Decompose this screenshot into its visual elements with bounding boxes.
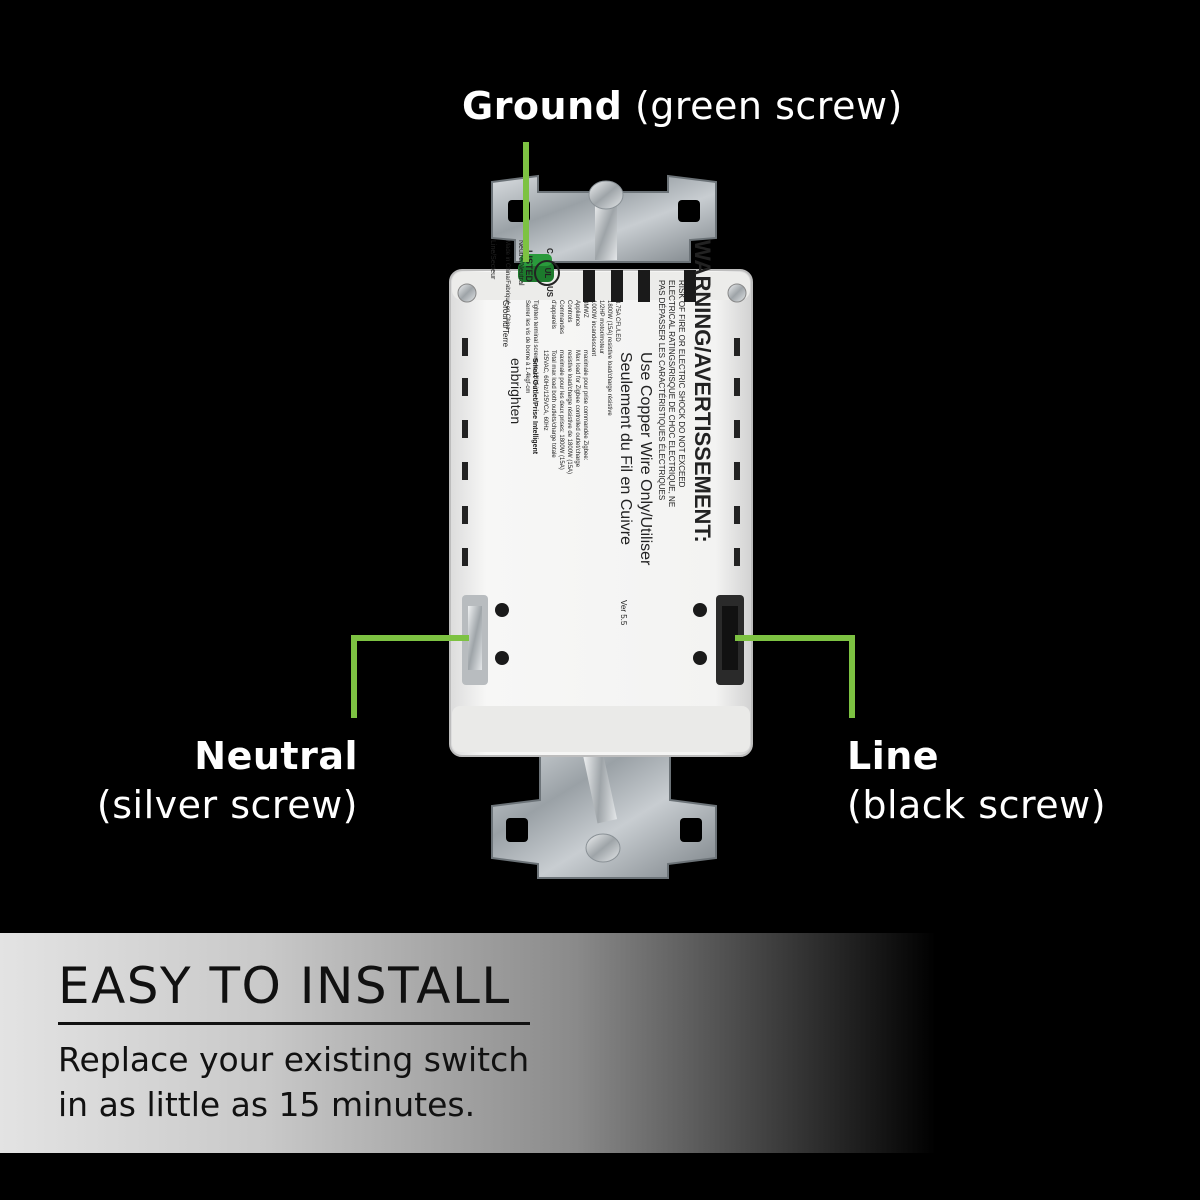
ground-callout: Ground (green screw) bbox=[462, 82, 903, 131]
neutral-callout: Neutral (silver screw) bbox=[97, 732, 358, 829]
device-spec-13: Made in China/Fabriqué en Chine bbox=[504, 240, 510, 330]
ground-leader-line bbox=[523, 142, 529, 262]
neutral-leader-vertical bbox=[351, 635, 357, 718]
device-category-3: Controls bbox=[566, 300, 572, 323]
line-callout-detail: (black screw) bbox=[847, 782, 1107, 827]
line-leader-vertical bbox=[849, 635, 855, 718]
neutral-leader-horizontal bbox=[351, 635, 469, 641]
device-spec-1: 125VAC, 60Hz/125VCA, 60Hz bbox=[542, 350, 548, 431]
device-category-2: Appliance bbox=[574, 300, 580, 327]
neutral-terminal bbox=[462, 595, 509, 685]
ul-mark-c: C bbox=[545, 248, 554, 254]
device-spec-9: 1800W (15A) resistive load/charge résist… bbox=[606, 300, 612, 416]
device-spec-7: 1000W incandescent bbox=[590, 300, 596, 357]
device-category-5: d'appareils bbox=[550, 300, 556, 329]
device-spec-10: 3.75A CFL/LED bbox=[614, 300, 620, 342]
banner-divider bbox=[58, 1022, 530, 1025]
neutral-callout-detail: (silver screw) bbox=[96, 782, 358, 827]
ul-mark: UL bbox=[534, 260, 560, 286]
info-banner bbox=[0, 933, 1200, 1153]
device-spec-11: Tighten terminal screws to 12lbf-in bbox=[532, 300, 538, 392]
device-spec-3: maximale pour les deux prises: 1800W (15… bbox=[558, 350, 564, 470]
line-terminal bbox=[693, 595, 744, 685]
line-callout-name: Line bbox=[847, 734, 940, 778]
bottom-mounting-screw bbox=[582, 750, 621, 863]
device-version: Ver 5.5 bbox=[619, 600, 628, 626]
device-warning-title: WARNING/AVERTISSEMENT: bbox=[690, 240, 715, 543]
device-warning-line2: ELECTRICAL RATINGS/RISQUE DE CHOC ELECTR… bbox=[667, 280, 676, 508]
ul-mark-us: US bbox=[545, 286, 554, 298]
banner-body: Replace your existing switch in as littl… bbox=[58, 1037, 529, 1127]
device-spec-12: Serrer les vis de borne à 1.4kgf-cm bbox=[524, 300, 530, 394]
device-brand: enbrighten bbox=[508, 358, 524, 425]
device-category-4: Commandes bbox=[558, 300, 564, 335]
ground-callout-name: Ground bbox=[462, 84, 623, 128]
device-copper-line1: Use Copper Wire Only/Utiliser bbox=[637, 352, 654, 566]
device-warning-line3: PAS DÉPASSER LES CARACTÉRISTIQUES ÉLECTR… bbox=[657, 280, 666, 501]
device-spec-2: Total max load both outlets/charge total… bbox=[550, 350, 556, 458]
device-spec-6: maximale pour prise commandée Zigbee: bbox=[582, 350, 588, 461]
device-spec-5: Max load for Zigbee controlled outlet/ch… bbox=[574, 350, 580, 468]
banner-body-line-2: in as little as 15 minutes. bbox=[58, 1085, 476, 1125]
outlet-housing bbox=[449, 269, 753, 757]
top-mounting-screw bbox=[588, 180, 624, 260]
ul-mark-text: UL bbox=[543, 267, 552, 279]
neutral-callout-name: Neutral bbox=[194, 734, 358, 778]
device-category-1: 3MWZ bbox=[582, 300, 588, 318]
banner-body-line-1: Replace your existing switch bbox=[58, 1040, 530, 1079]
ground-callout-detail: (green screw) bbox=[634, 84, 903, 128]
device-warning-line1: RISK OF FIRE OR ELECTRIC SHOCK DO NOT EX… bbox=[677, 280, 686, 488]
banner-title: EASY TO INSTALL bbox=[58, 957, 511, 1015]
line-leader-horizontal bbox=[735, 635, 855, 641]
device-spec-4: resistive load/charge résistive de 1800W… bbox=[566, 350, 572, 475]
device-spec-8: 1/2HP motor/moteur bbox=[598, 300, 604, 354]
device-copper-line2: Seulement du Fil en Cuivre bbox=[617, 352, 634, 545]
line-callout: Line (black screw) bbox=[847, 732, 1106, 829]
device-line-terminal-text: Line/Secteur bbox=[489, 240, 496, 280]
